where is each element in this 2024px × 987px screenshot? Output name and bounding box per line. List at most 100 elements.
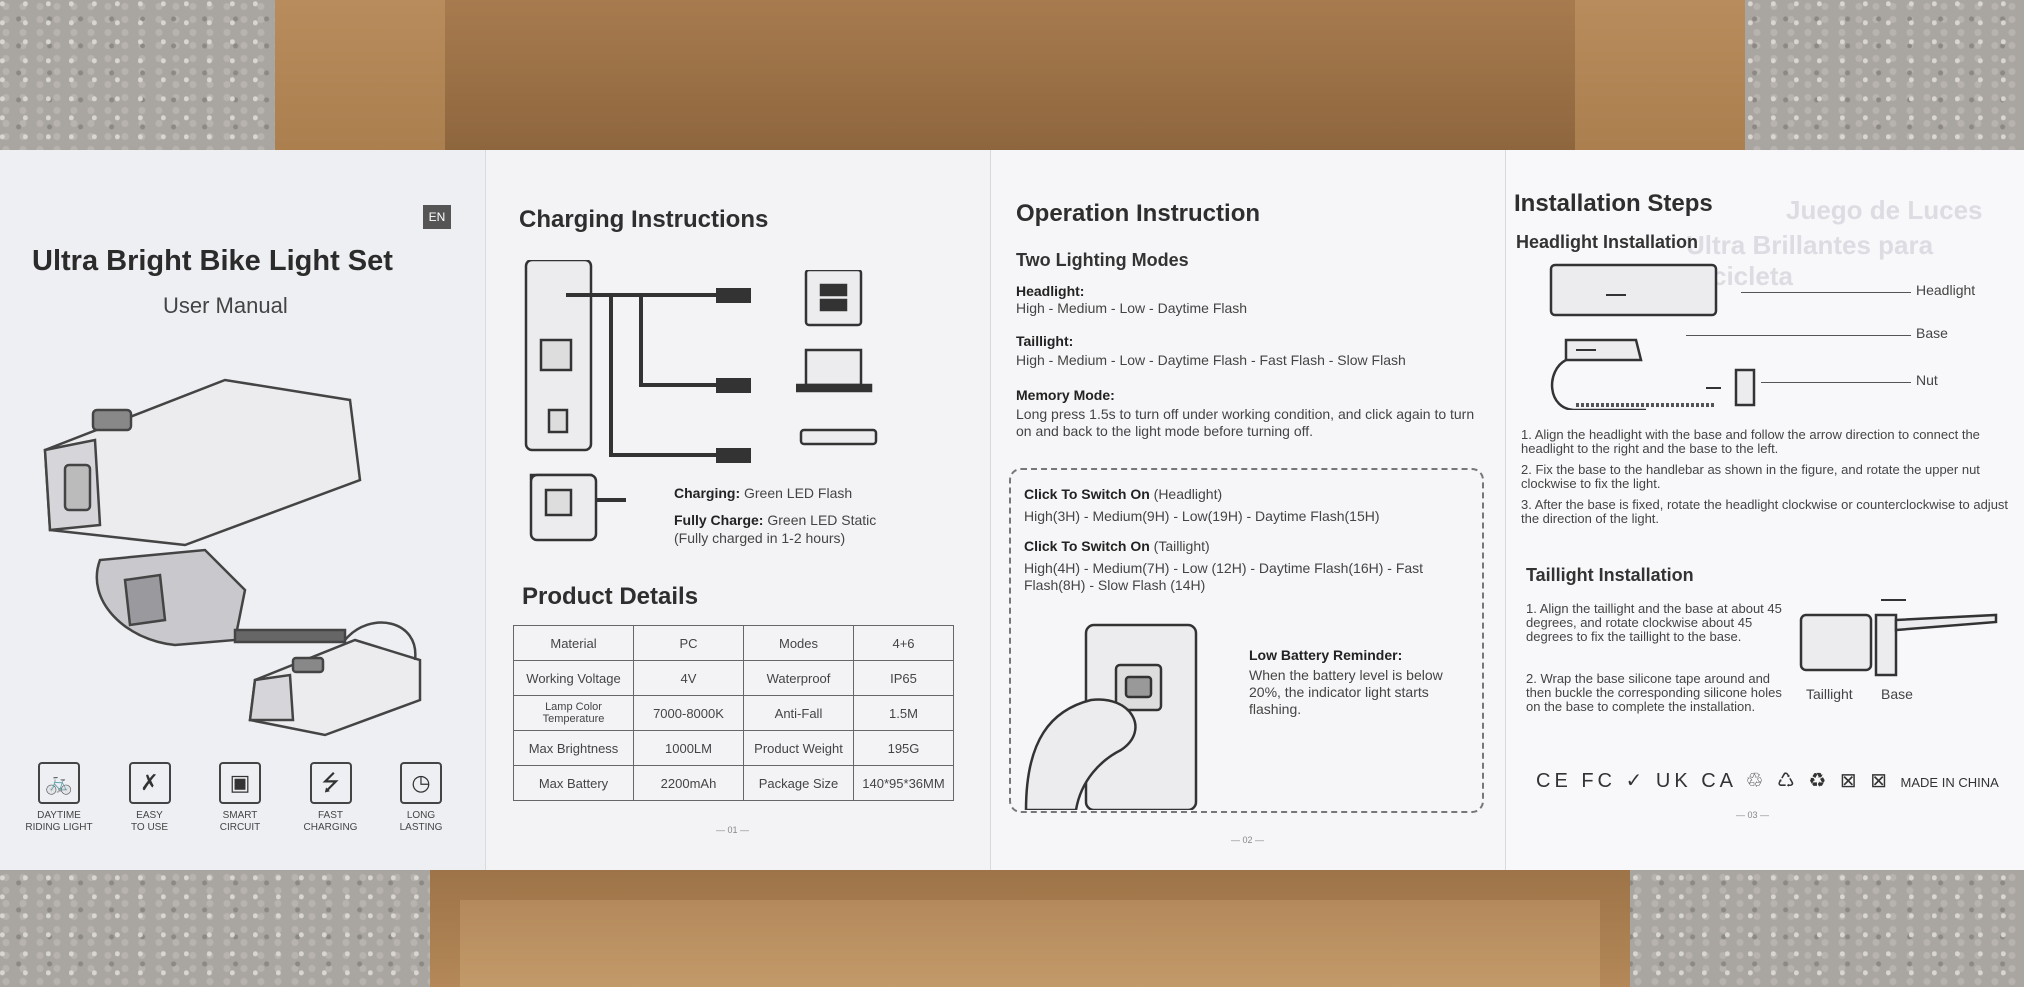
leader-line bbox=[1741, 292, 1911, 293]
product-details-title: Product Details bbox=[522, 583, 699, 610]
click-taillight-title: Click To Switch On (Taillight) bbox=[1024, 538, 1210, 555]
spec-value: 4V bbox=[633, 660, 744, 696]
headlight-label: Headlight: bbox=[1016, 283, 1084, 300]
tail-step-1: 1. Align the taillight and the base at a… bbox=[1526, 601, 1782, 644]
leader-line bbox=[1686, 335, 1911, 336]
installation-title: Installation Steps bbox=[1514, 190, 1713, 217]
spec-key: Product Weight bbox=[743, 730, 854, 766]
charging-diagram bbox=[524, 260, 751, 480]
feature-label: FAST bbox=[317, 810, 343, 821]
language-badge: EN bbox=[423, 205, 451, 229]
headlight-install-diagram bbox=[1549, 263, 1756, 410]
tools-icon: ✗ bbox=[128, 762, 171, 804]
spec-value: 2200mAh bbox=[633, 765, 744, 801]
taillight-label: Taillight bbox=[1806, 686, 1853, 702]
charging-value: Green LED Flash bbox=[744, 485, 853, 501]
chip-icon: ▣ bbox=[219, 762, 261, 804]
ghost-bleed-text: Juego de Luces bbox=[1786, 195, 1983, 225]
page-number: — 03 — bbox=[1736, 810, 1770, 820]
click-taillight-bold: Click To Switch On bbox=[1024, 538, 1150, 554]
click-taillight-times: High(4H) - Medium(7H) - Low (12H) - Dayt… bbox=[1024, 560, 1424, 593]
base-label: Base bbox=[1916, 325, 1948, 341]
nut-label: Nut bbox=[1916, 372, 1938, 388]
usb-icon: ⭍ bbox=[309, 762, 352, 804]
feature-icons-row: 🚲 DAYTIME RIDING LIGHT ✗ EASY TO USE ▣ S… bbox=[20, 762, 460, 834]
click-headlight-rest: (Headlight) bbox=[1149, 486, 1223, 502]
feature-label: SMART bbox=[222, 810, 258, 821]
feature-smart: ▣ SMART CIRCUIT bbox=[201, 762, 279, 834]
cover-panel: EN Ultra Bright Bike Light Set User Manu… bbox=[0, 150, 485, 870]
spec-key: Modes bbox=[743, 625, 854, 661]
head-step-3: 3. After the base is fixed, rotate the h… bbox=[1521, 497, 2009, 526]
spec-key: Anti-Fall bbox=[743, 695, 854, 731]
made-in-label: MADE IN CHINA bbox=[1900, 775, 1999, 790]
manual-title: Ultra Bright Bike Light Set bbox=[32, 245, 393, 277]
click-headlight-title: Click To Switch On (Headlight) bbox=[1024, 486, 1222, 503]
page-number: — 01 — bbox=[716, 825, 750, 835]
taillight-modes: High - Medium - Low - Daytime Flash - Fa… bbox=[1016, 352, 1406, 368]
box-bottom bbox=[430, 870, 1630, 987]
feature-label: DAYTIME bbox=[37, 810, 81, 821]
box-bottom-inner bbox=[460, 900, 1600, 987]
click-headlight-bold: Click To Switch On bbox=[1024, 486, 1150, 502]
spec-value: 1.5M bbox=[853, 695, 954, 731]
head-step-1: 1. Align the headlight with the base and… bbox=[1521, 427, 1980, 456]
battery-reminder-text: When the battery level is below 20%, the… bbox=[1249, 667, 1443, 717]
bike-icon: 🚲 bbox=[38, 762, 80, 804]
spec-key: Working Voltage bbox=[513, 660, 634, 696]
spec-value: 7000-8000K bbox=[633, 695, 744, 731]
manual-subtitle: User Manual bbox=[163, 293, 288, 318]
leader-line bbox=[1761, 382, 1911, 383]
operation-title: Operation Instruction bbox=[1016, 200, 1261, 227]
full-charge-note: (Fully charged in 1-2 hours) bbox=[674, 530, 846, 546]
feature-label: RIDING LIGHT bbox=[25, 822, 93, 833]
memory-text: Long press 1.5s to turn off under workin… bbox=[1016, 406, 1475, 439]
headlight-modes: High - Medium - Low - Daytime Flash bbox=[1016, 300, 1248, 316]
spec-value: 4+6 bbox=[853, 625, 954, 661]
charging-label: Charging: bbox=[674, 485, 741, 501]
headlight-label: Headlight bbox=[1916, 282, 1976, 298]
taillight-label: Taillight: bbox=[1016, 333, 1073, 350]
operation-panel: Operation Instruction Two Lighting Modes… bbox=[990, 150, 1505, 870]
certification-icons: CE FC ✓ UK CA ♲ ♺ ♻ ⊠ ⊠ bbox=[1536, 770, 1891, 792]
feature-easy: ✗ EASY TO USE bbox=[111, 762, 189, 834]
battery-clock-icon: ◷ bbox=[400, 762, 442, 804]
feature-daytime: 🚲 DAYTIME RIDING LIGHT bbox=[20, 762, 98, 834]
spec-key: Lamp Color Temperature bbox=[513, 695, 634, 731]
switch-info-box bbox=[1009, 468, 1484, 813]
base-label-2: Base bbox=[1881, 686, 1913, 702]
installation-panel: Juego de Luces Ultra Brillantes para Bic… bbox=[1505, 150, 2024, 870]
taillight-label-text: Taillight: bbox=[1016, 333, 1074, 349]
battery-reminder-bold: Low Battery Reminder: bbox=[1249, 647, 1403, 663]
memory-label: Memory Mode: bbox=[1016, 387, 1115, 404]
bike-light-illustration bbox=[43, 378, 422, 737]
certification-marks: CE FC ✓ UK CA ♲ ♺ ♻ ⊠ ⊠ MADE IN CHINA bbox=[1536, 768, 1999, 793]
full-charge-status: Fully Charge: Green LED Static bbox=[674, 512, 876, 529]
click-headlight-times: High(3H) - Medium(9H) - Low(19H) - Dayti… bbox=[1024, 508, 1380, 524]
hand-press-illustration bbox=[1024, 623, 1198, 810]
spec-key: Material bbox=[513, 625, 634, 661]
box-lid-inner bbox=[445, 0, 1575, 150]
headlight-install-title: Headlight Installation bbox=[1516, 232, 1699, 252]
spec-value: 1000LM bbox=[633, 730, 744, 766]
charging-panel: Charging Instructions bbox=[485, 150, 990, 870]
spec-key: Package Size bbox=[743, 765, 854, 801]
spec-value: 195G bbox=[853, 730, 954, 766]
feature-label: EASY bbox=[136, 810, 163, 821]
feature-label: CIRCUIT bbox=[219, 822, 261, 833]
taillight-install-title: Taillight Installation bbox=[1526, 565, 1694, 585]
battery-reminder-title: Low Battery Reminder: bbox=[1249, 647, 1402, 664]
feature-fast: ⭍ FAST CHARGING bbox=[292, 762, 370, 834]
lighting-modes-title: Two Lighting Modes bbox=[1016, 250, 1189, 270]
feature-label: LONG bbox=[406, 810, 436, 821]
taillight-charging-icon bbox=[529, 473, 626, 542]
spec-value: 140*95*36MM bbox=[853, 765, 954, 801]
charging-sources bbox=[796, 270, 878, 446]
spec-value: PC bbox=[633, 625, 744, 661]
